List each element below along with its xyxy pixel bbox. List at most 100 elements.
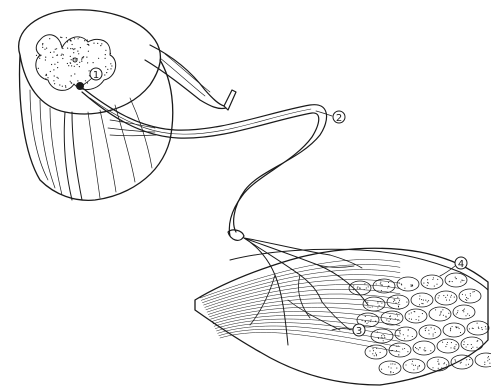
stipple-dot [426,327,427,328]
stipple-dot [88,45,89,46]
stipple-dot [484,362,485,363]
stipple-dot [471,344,472,345]
stipple-dot [448,313,449,314]
stipple-dot [381,303,382,304]
stipple-dot [464,341,465,342]
stipple-dot [462,280,463,281]
stipple-dot [396,313,397,314]
stipple-dot [105,66,106,67]
stipple-dot [78,53,79,54]
stipple-dot [393,301,394,302]
stipple-dot [370,321,371,322]
stipple-dot [399,332,400,333]
stipple-dot [472,347,473,348]
stipple-dot [106,72,107,73]
stipple-dot [71,65,72,66]
stipple-dot [427,301,428,302]
stipple-dot [61,37,62,38]
stipple-dot [63,54,64,55]
stipple-dot [388,282,389,283]
stipple-dot [410,284,411,285]
stipple-dot [45,57,46,58]
stipple-dot [450,347,451,348]
stipple-dot [60,37,61,38]
stipple-dot [419,298,420,299]
stipple-dot [456,313,457,314]
stipple-dot [469,315,470,316]
stipple-dot [405,364,406,365]
stipple-dot [415,365,416,366]
stipple-dot [413,369,414,370]
stipple-dot [460,332,461,333]
fascicle [395,327,417,341]
stipple-dot [433,334,434,335]
stipple-dot [67,41,68,42]
stipple-dot [456,327,457,328]
stipple-dot [54,83,55,84]
stipple-dot [79,37,80,38]
muscle-fiber-line [214,315,400,326]
stipple-dot [465,294,466,295]
stipple-dot [378,338,379,339]
stipple-dot [450,328,451,329]
stipple-dot [423,283,424,284]
stipple-dot [466,359,467,360]
stipple-dot [61,55,62,56]
stipple-dot [390,371,391,372]
muscle-fiber-line [218,326,400,341]
stipple-dot [418,316,419,317]
fascicle [429,307,451,321]
fascicle [475,353,491,367]
stipple-dot [110,63,111,64]
stipple-dot [473,328,474,329]
stipple-dot [85,80,86,81]
fascicle [421,275,443,289]
stipple-dot [53,80,54,81]
stipple-dot [398,319,399,320]
stipple-dot [77,51,78,52]
stipple-dot [419,304,420,305]
stipple-dot [78,38,79,39]
stipple-dot [381,290,382,291]
skeletal-muscle-bundle [195,248,491,385]
stipple-dot [84,40,85,41]
stipple-dot [446,300,447,301]
stipple-dot [434,286,435,287]
stipple-dot [79,62,80,63]
stipple-dot [415,347,416,348]
stipple-dot [382,337,383,338]
stipple-dot [77,64,78,65]
svg-text:3: 3 [356,326,362,337]
stipple-dot [83,56,84,57]
stipple-dot [465,299,466,300]
stipple-dot [375,353,376,354]
stipple-dot [362,320,363,321]
stipple-dot [425,328,426,329]
stipple-dot [383,334,384,335]
stipple-dot [93,62,94,63]
stipple-dot [368,321,369,322]
fascicle [363,297,385,311]
stipple-dot [433,277,434,278]
stipple-dot [428,330,429,331]
stipple-dot [474,291,475,292]
callout-leaders [82,78,455,330]
stipple-dot [42,43,43,44]
fascicle [365,345,387,359]
stipple-dot [73,49,74,50]
stipple-dot [394,299,395,300]
label-2: 2 [333,111,345,124]
stipple-dot [380,282,381,283]
stipple-dot [371,316,372,317]
stipple-dot [381,369,382,370]
stipple-dot [58,78,59,79]
stipple-dot [388,321,389,322]
stipple-dot [45,59,46,60]
stipple-dot [463,311,464,312]
stipple-dot [50,52,51,53]
stipple-dot [442,309,443,310]
label-1: 1 [90,68,102,81]
stipple-dot [450,330,451,331]
fascicle [419,325,441,339]
